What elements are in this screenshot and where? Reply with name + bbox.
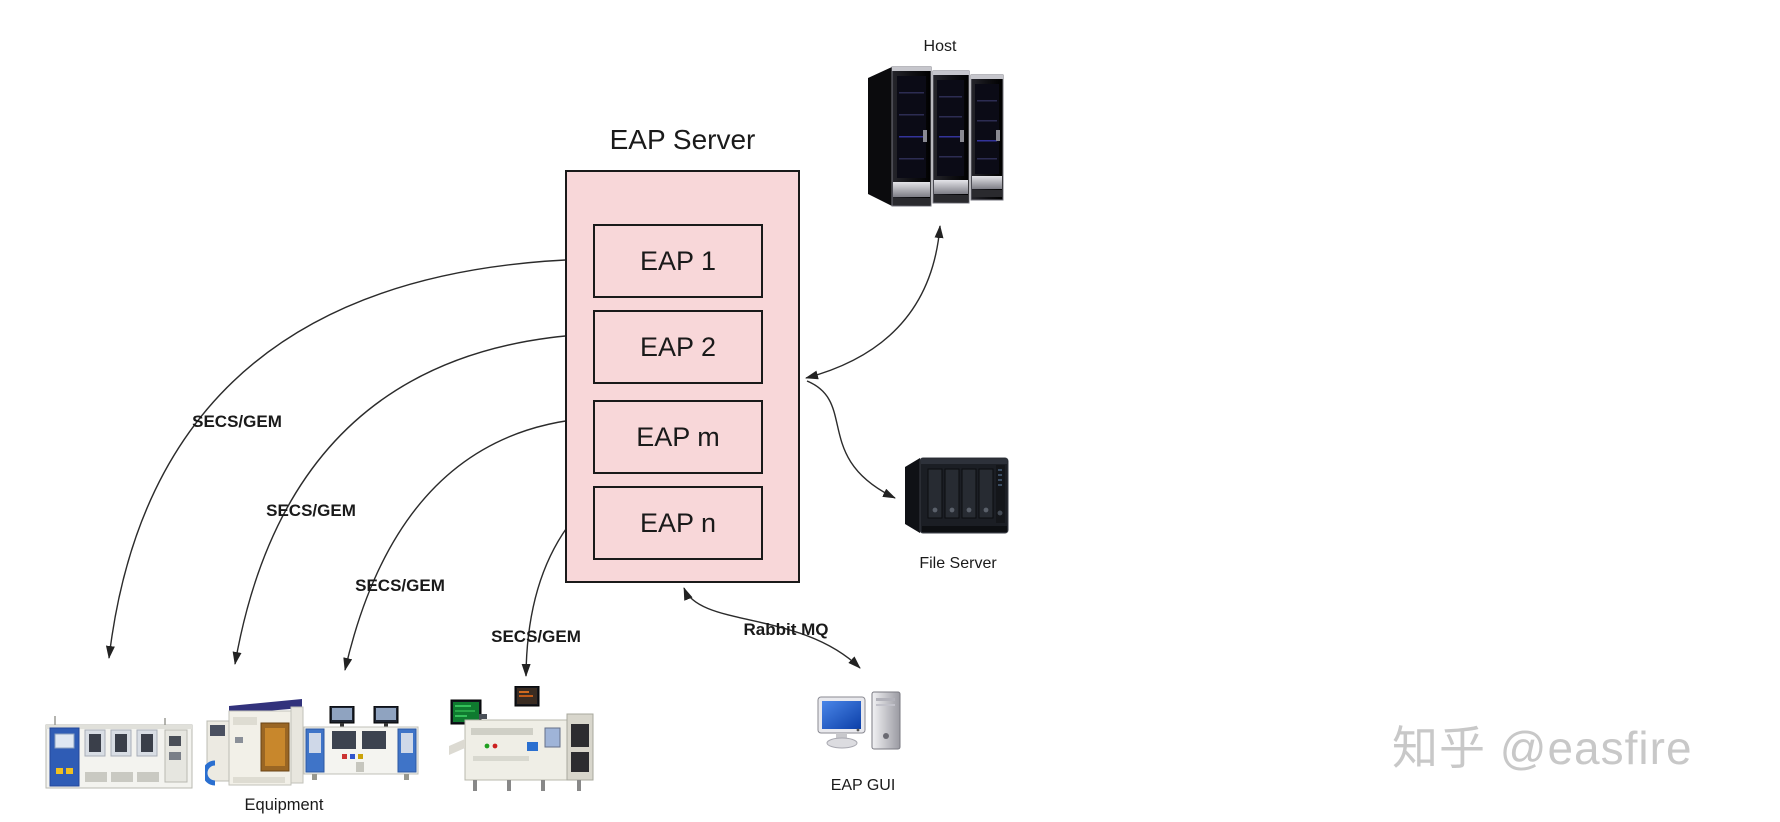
secs-gem-label-4: SECS/GEM <box>491 627 581 646</box>
file-server-label: File Server <box>919 555 997 572</box>
secs-gem-label-2: SECS/GEM <box>266 501 356 520</box>
zhihu-watermark: 知乎 @easfire <box>1392 722 1693 774</box>
file-server-image <box>901 453 1015 541</box>
rabbit-mq-label: Rabbit MQ <box>743 620 829 639</box>
eap-module-2: EAP 2 <box>593 310 763 384</box>
equipment-2-image <box>202 697 305 792</box>
arrow-equipment2-eap2 <box>232 330 592 665</box>
eap-server-title: EAP Server <box>609 124 756 155</box>
eap-module-m: EAP m <box>593 400 763 474</box>
eap-gui-image <box>816 690 906 756</box>
eap-gui-label: EAP GUI <box>830 777 896 794</box>
arrow-eapserver-host <box>805 225 944 380</box>
eap-module-1: EAP 1 <box>593 224 763 298</box>
secs-gem-label-1: SECS/GEM <box>192 412 282 431</box>
eap-module-n: EAP n <box>593 486 763 560</box>
host-server-image <box>866 62 1004 212</box>
secs-gem-label-3: SECS/GEM <box>355 576 445 595</box>
equipment-label: Equipment <box>244 796 324 814</box>
equipment-3-image <box>302 705 420 782</box>
host-label: Host <box>923 38 957 55</box>
equipment-4-image <box>449 685 595 794</box>
arrow-eapserver-fileserver <box>806 380 896 499</box>
equipment-1-image <box>45 712 193 794</box>
arrow-equipment1-eap1 <box>105 254 592 659</box>
